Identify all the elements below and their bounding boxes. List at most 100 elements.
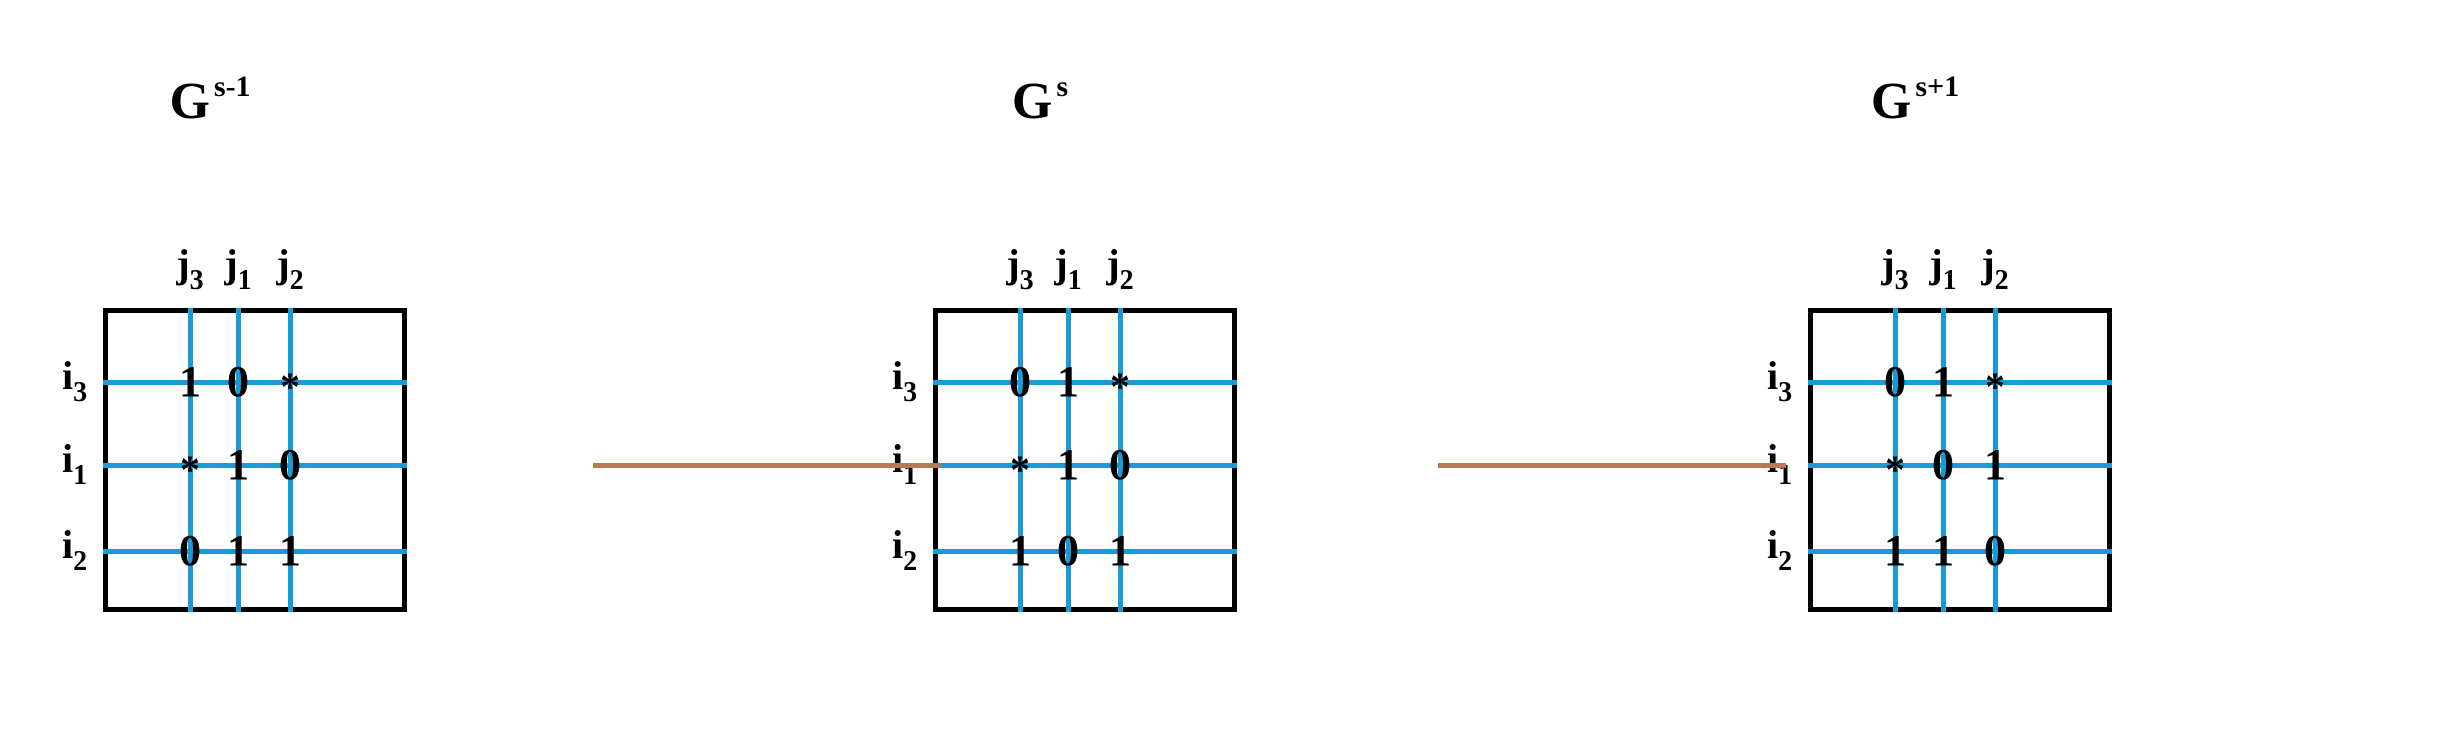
row-label-base: i bbox=[892, 353, 904, 398]
row-label: i3 bbox=[62, 356, 102, 407]
column-label: j2 bbox=[1090, 244, 1150, 295]
grid-column-line bbox=[236, 308, 241, 612]
grid-row-line bbox=[933, 549, 1237, 554]
row-label-subscript: 1 bbox=[73, 460, 88, 491]
grid-column-line bbox=[288, 308, 293, 612]
column-label-subscript: 3 bbox=[1894, 265, 1909, 296]
matrix-border bbox=[103, 308, 407, 612]
panel-title-base: G bbox=[1870, 73, 1912, 130]
matrix-cell: 0 bbox=[227, 357, 249, 406]
row-label-subscript: 2 bbox=[73, 546, 88, 577]
panel-title-superscript: s+1 bbox=[1915, 70, 1960, 103]
matrix-border bbox=[933, 308, 1237, 612]
grid-column-line bbox=[1118, 308, 1123, 612]
row-label: i3 bbox=[892, 356, 932, 407]
column-label-base: j bbox=[1006, 241, 1020, 286]
column-label-base: j bbox=[1929, 241, 1943, 286]
column-label: j3 bbox=[160, 244, 220, 295]
matrix-cell: * bbox=[280, 364, 300, 409]
panel-title-superscript: s bbox=[1056, 70, 1069, 103]
column-label: j2 bbox=[260, 244, 320, 295]
column-label: j3 bbox=[1865, 244, 1925, 295]
matrix-cell: * bbox=[1010, 447, 1030, 492]
column-label-subscript: 1 bbox=[237, 265, 252, 296]
column-label-base: j bbox=[224, 241, 238, 286]
matrix-cell: 0 bbox=[1057, 526, 1079, 575]
matrix-cell: 1 bbox=[179, 357, 201, 406]
row-label-base: i bbox=[1767, 353, 1779, 398]
column-label-subscript: 2 bbox=[1994, 265, 2009, 296]
row-label-subscript: 2 bbox=[903, 546, 918, 577]
row-label-base: i bbox=[1767, 436, 1779, 481]
column-label: j2 bbox=[1965, 244, 2025, 295]
column-label-base: j bbox=[276, 241, 290, 286]
column-label-base: j bbox=[1881, 241, 1895, 286]
row-label: i2 bbox=[62, 525, 102, 576]
column-label-subscript: 2 bbox=[289, 265, 304, 296]
row-label-subscript: 3 bbox=[1778, 377, 1793, 408]
row-label: i1 bbox=[62, 439, 102, 490]
column-label: j3 bbox=[990, 244, 1050, 295]
matrix-cell: 0 bbox=[1984, 526, 2006, 575]
transition-connector-line bbox=[1438, 463, 1786, 468]
row-label-subscript: 1 bbox=[903, 460, 918, 491]
grid-row-line bbox=[103, 380, 407, 385]
row-label-base: i bbox=[62, 353, 74, 398]
column-label: j1 bbox=[208, 244, 268, 295]
transition-connector-line bbox=[593, 463, 941, 468]
matrix-cell: 0 bbox=[1109, 440, 1131, 489]
grid-column-line bbox=[1893, 308, 1898, 612]
column-label-subscript: 1 bbox=[1942, 265, 1957, 296]
grid-row-line bbox=[1808, 549, 2112, 554]
column-label: j1 bbox=[1913, 244, 1973, 295]
row-label-base: i bbox=[62, 522, 74, 567]
row-label-subscript: 1 bbox=[1778, 460, 1793, 491]
matrix-cell: * bbox=[1985, 364, 2005, 409]
grid-column-line bbox=[1066, 308, 1071, 612]
grid-row-line bbox=[1808, 380, 2112, 385]
matrix-cell: * bbox=[180, 447, 200, 492]
matrix-cell: 0 bbox=[179, 526, 201, 575]
column-label-base: j bbox=[1106, 241, 1120, 286]
matrix-cell: 0 bbox=[1884, 357, 1906, 406]
matrix-cell: 1 bbox=[1932, 357, 1954, 406]
row-label: i3 bbox=[1767, 356, 1807, 407]
row-label: i2 bbox=[1767, 525, 1807, 576]
column-label-base: j bbox=[1054, 241, 1068, 286]
matrix-cell: 1 bbox=[227, 526, 249, 575]
matrix-cell: 1 bbox=[1984, 440, 2006, 489]
matrix-cell: 1 bbox=[1109, 526, 1131, 575]
matrix-border bbox=[1808, 308, 2112, 612]
row-label-subscript: 2 bbox=[1778, 546, 1793, 577]
column-label-base: j bbox=[176, 241, 190, 286]
matrix-cell: 0 bbox=[1932, 440, 1954, 489]
matrix-cell: 1 bbox=[279, 526, 301, 575]
row-label-base: i bbox=[892, 522, 904, 567]
column-label-subscript: 1 bbox=[1067, 265, 1082, 296]
column-label: j1 bbox=[1038, 244, 1098, 295]
column-label-subscript: 3 bbox=[189, 265, 204, 296]
grid-column-line bbox=[1993, 308, 1998, 612]
matrix-cell: 0 bbox=[279, 440, 301, 489]
matrix-cell: * bbox=[1110, 364, 1130, 409]
row-label-base: i bbox=[892, 436, 904, 481]
column-label-subscript: 3 bbox=[1019, 265, 1034, 296]
grid-row-line bbox=[103, 549, 407, 554]
row-label-base: i bbox=[62, 436, 74, 481]
row-label-subscript: 3 bbox=[903, 377, 918, 408]
panel-title-superscript: s-1 bbox=[213, 70, 251, 103]
matrix-cell: 1 bbox=[1057, 357, 1079, 406]
column-label-base: j bbox=[1981, 241, 1995, 286]
panel-title-base: G bbox=[1011, 73, 1053, 130]
row-label: i1 bbox=[1767, 439, 1807, 490]
row-label-subscript: 3 bbox=[73, 377, 88, 408]
grid-row-line bbox=[1808, 463, 2112, 468]
grid-row-line bbox=[933, 463, 1237, 468]
panel-title-base: G bbox=[169, 73, 210, 130]
